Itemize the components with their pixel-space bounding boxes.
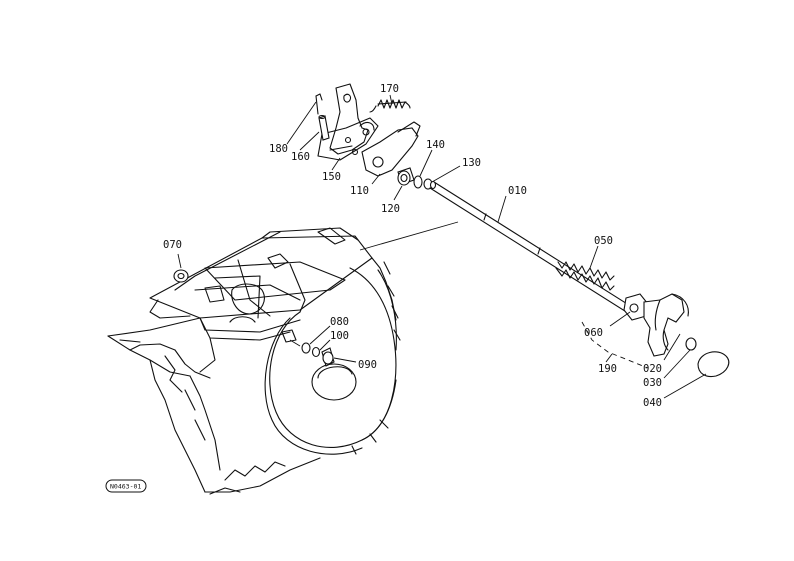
part-190-assembly-bracket [581, 321, 649, 369]
part-080-washer [301, 325, 331, 354]
part-070-plug [173, 253, 189, 283]
callout-010: 010 [508, 185, 527, 197]
bolt-guide-line [289, 339, 301, 347]
part-140-washer [413, 149, 433, 189]
callout-070: 070 [163, 239, 182, 251]
part-030-roller [663, 337, 697, 379]
part-010-shift-rod [429, 180, 641, 319]
callout-120: 120 [381, 203, 400, 215]
part-020-shift-fork [609, 293, 689, 357]
part-050-spring [555, 245, 615, 291]
callout-030: 030 [643, 377, 662, 389]
callout-050: 050 [594, 235, 613, 247]
callout-130: 130 [462, 157, 481, 169]
callout-150: 150 [322, 171, 341, 183]
callout-190: 190 [598, 363, 617, 375]
part-150-bracket [317, 83, 379, 171]
callout-100: 100 [330, 330, 349, 342]
part-160-pin [299, 114, 330, 151]
part-100-oring [311, 339, 331, 358]
part-110-lever [361, 121, 421, 185]
housing-leader-line [359, 221, 459, 251]
drawing-number-stamp: N0463-01 [105, 479, 147, 493]
callout-040: 040 [643, 397, 662, 409]
callout-170: 170 [380, 83, 399, 95]
callout-110: 110 [350, 185, 369, 197]
callout-160: 160 [291, 151, 310, 163]
callout-080: 080 [330, 316, 349, 328]
callout-020: 020 [643, 363, 662, 375]
part-130-clip [423, 165, 461, 190]
callout-090: 090 [358, 359, 377, 371]
part-020-leader [663, 333, 681, 361]
callout-060: 060 [584, 327, 603, 339]
transmission-housing [107, 227, 401, 495]
part-040-pad [663, 351, 730, 399]
callout-180: 180 [269, 143, 288, 155]
part-180-spring-pin [286, 93, 323, 145]
callout-140: 140 [426, 139, 445, 151]
part-170-spring [369, 94, 411, 113]
drawing-number-text: N0463-01 [110, 483, 141, 491]
part-090-plug [321, 347, 357, 367]
part-120-collar [393, 167, 415, 201]
